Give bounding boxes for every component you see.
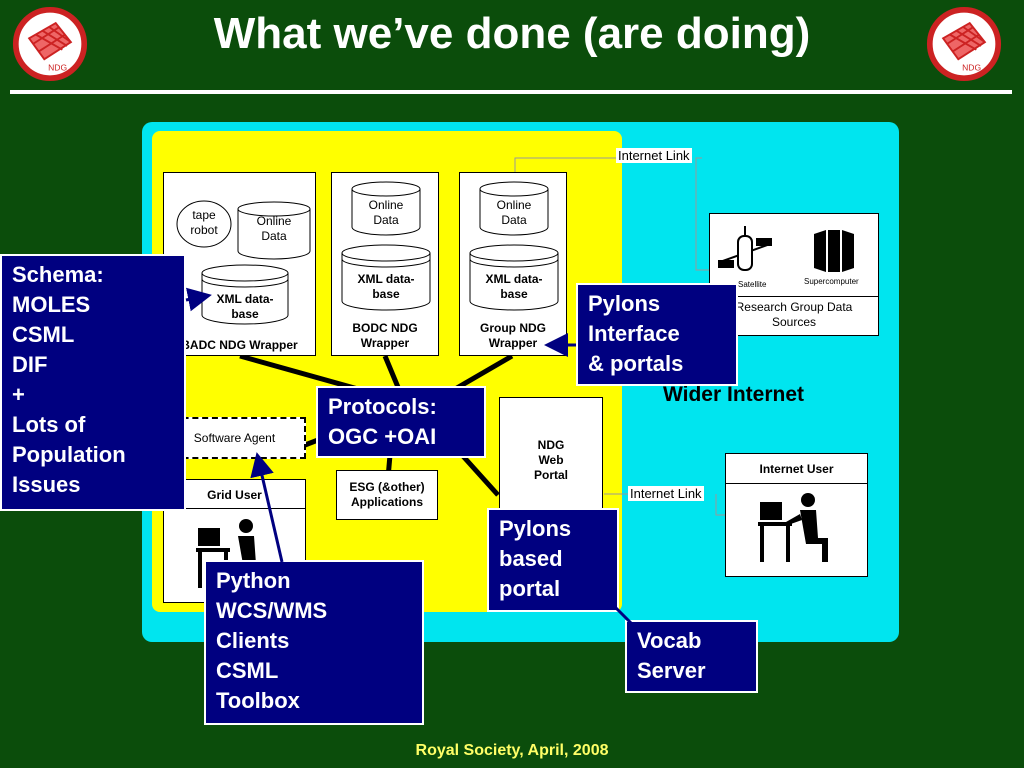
group-xml-database-cylinder xyxy=(469,244,559,311)
badc-xml-database-label: XML data-base xyxy=(216,292,274,321)
software-agent-label: Software Agent xyxy=(193,431,276,445)
satellite-icon xyxy=(718,226,772,271)
title-divider xyxy=(10,90,1012,94)
esg-applications-box: ESG (&other)Applications xyxy=(336,470,438,520)
user-at-computer-icon xyxy=(758,493,828,562)
supercomputer-icon xyxy=(814,230,854,272)
satellite-label: Satellite xyxy=(738,280,767,289)
footer-text: Royal Society, April, 2008 xyxy=(415,742,609,759)
badc-online-data-cylinder xyxy=(237,201,311,260)
bodc-xml-database-cylinder xyxy=(341,244,431,311)
group-xml-database-label: XML data-base xyxy=(485,272,543,301)
internet-user-divider xyxy=(726,483,867,484)
esg-applications-label: ESG (&other)Applications xyxy=(349,480,425,509)
protocols-callout: Protocols:OGC +OAI xyxy=(316,386,486,458)
wider-internet-label: Wider Internet xyxy=(663,383,804,406)
ndg-logo-left: NDG xyxy=(12,6,88,82)
group-online-data-cylinder xyxy=(479,181,549,236)
grid-user-divider xyxy=(164,508,305,509)
tape-robot-shape xyxy=(176,200,232,248)
badc-wrapper-label: BADC NDG Wrapper xyxy=(181,338,298,352)
internet-user-label: Internet User xyxy=(759,462,834,476)
internet-link-label-top: Internet Link xyxy=(616,148,692,163)
grid-user-label: Grid User xyxy=(207,488,262,502)
supercomputer-label: Supercomputer xyxy=(804,277,859,286)
internet-link-label-bottom: Internet Link xyxy=(628,486,704,501)
ndg-logo-right: NDG xyxy=(926,6,1002,82)
research-divider xyxy=(710,296,878,297)
svg-text:NDG: NDG xyxy=(48,63,67,73)
internet-user-box: Internet User xyxy=(725,453,868,577)
software-agent-box: Software Agent xyxy=(163,417,306,459)
badc-xml-database-cylinder xyxy=(201,264,289,325)
bodc-xml-database-label: XML data-base xyxy=(357,272,415,301)
bodc-online-data-cylinder xyxy=(351,181,421,236)
slide-title: What we’ve done (are doing) xyxy=(213,9,811,58)
research-group-box: Satellite Supercomputer Research Group D… xyxy=(709,213,879,336)
svg-text:NDG: NDG xyxy=(962,63,981,73)
